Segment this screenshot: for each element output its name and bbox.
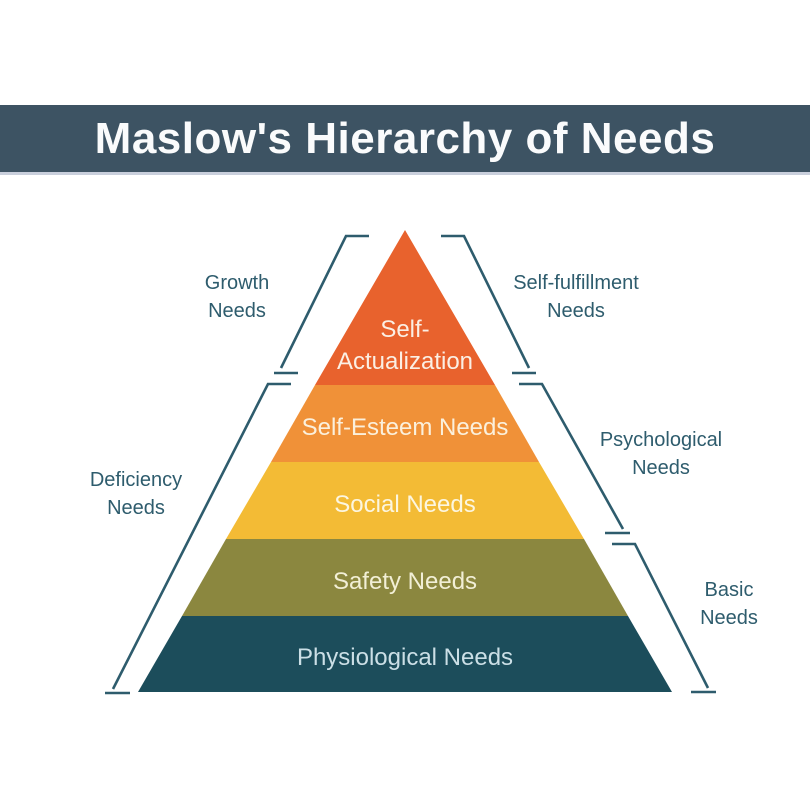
title-banner: Maslow's Hierarchy of Needs: [0, 105, 810, 175]
brackets: [105, 234, 716, 695]
pyramid-level-physiological: [138, 616, 672, 692]
basic-needs-label-line2: Needs: [700, 607, 758, 629]
pyramid-level-self-esteem: [271, 385, 539, 462]
basic-needs-label-line1: Basic: [705, 579, 754, 601]
deficiency-bracket: [105, 382, 291, 695]
growth-needs-label-line1: Growth: [205, 272, 269, 294]
side-labels: Growth Needs Self-fulfillment Needs Defi…: [90, 272, 758, 629]
self-fulfillment-needs-label-line1: Self-fulfillment: [513, 272, 639, 294]
deficiency-needs-label-line2: Needs: [107, 497, 165, 519]
page-title: Maslow's Hierarchy of Needs: [94, 113, 716, 163]
label-safety: Safety Needs: [333, 568, 477, 595]
label-self-actualization-line1: Self-: [380, 316, 429, 343]
pyramid-level-safety: [182, 539, 628, 616]
growth-bracket: [274, 234, 369, 375]
growth-needs-label-line2: Needs: [208, 300, 266, 322]
psychological-bracket: [519, 382, 630, 535]
label-social: Social Needs: [334, 491, 475, 518]
pyramid-labels: Self- Actualization Self-Esteem Needs So…: [297, 316, 513, 671]
psychological-needs-label-line2: Needs: [632, 457, 690, 479]
self-fulfillment-bracket: [441, 234, 536, 375]
label-self-esteem: Self-Esteem Needs: [302, 414, 509, 441]
pyramid: [138, 230, 672, 692]
basic-bracket: [612, 542, 716, 694]
self-fulfillment-needs-label-line2: Needs: [547, 300, 605, 322]
label-physiological: Physiological Needs: [297, 644, 513, 671]
psychological-needs-label-line1: Psychological: [600, 429, 722, 451]
label-self-actualization-line2: Actualization: [337, 348, 473, 375]
pyramid-level-self-actualization: [315, 230, 495, 385]
pyramid-level-social: [226, 462, 584, 539]
deficiency-needs-label-line1: Deficiency: [90, 469, 182, 491]
